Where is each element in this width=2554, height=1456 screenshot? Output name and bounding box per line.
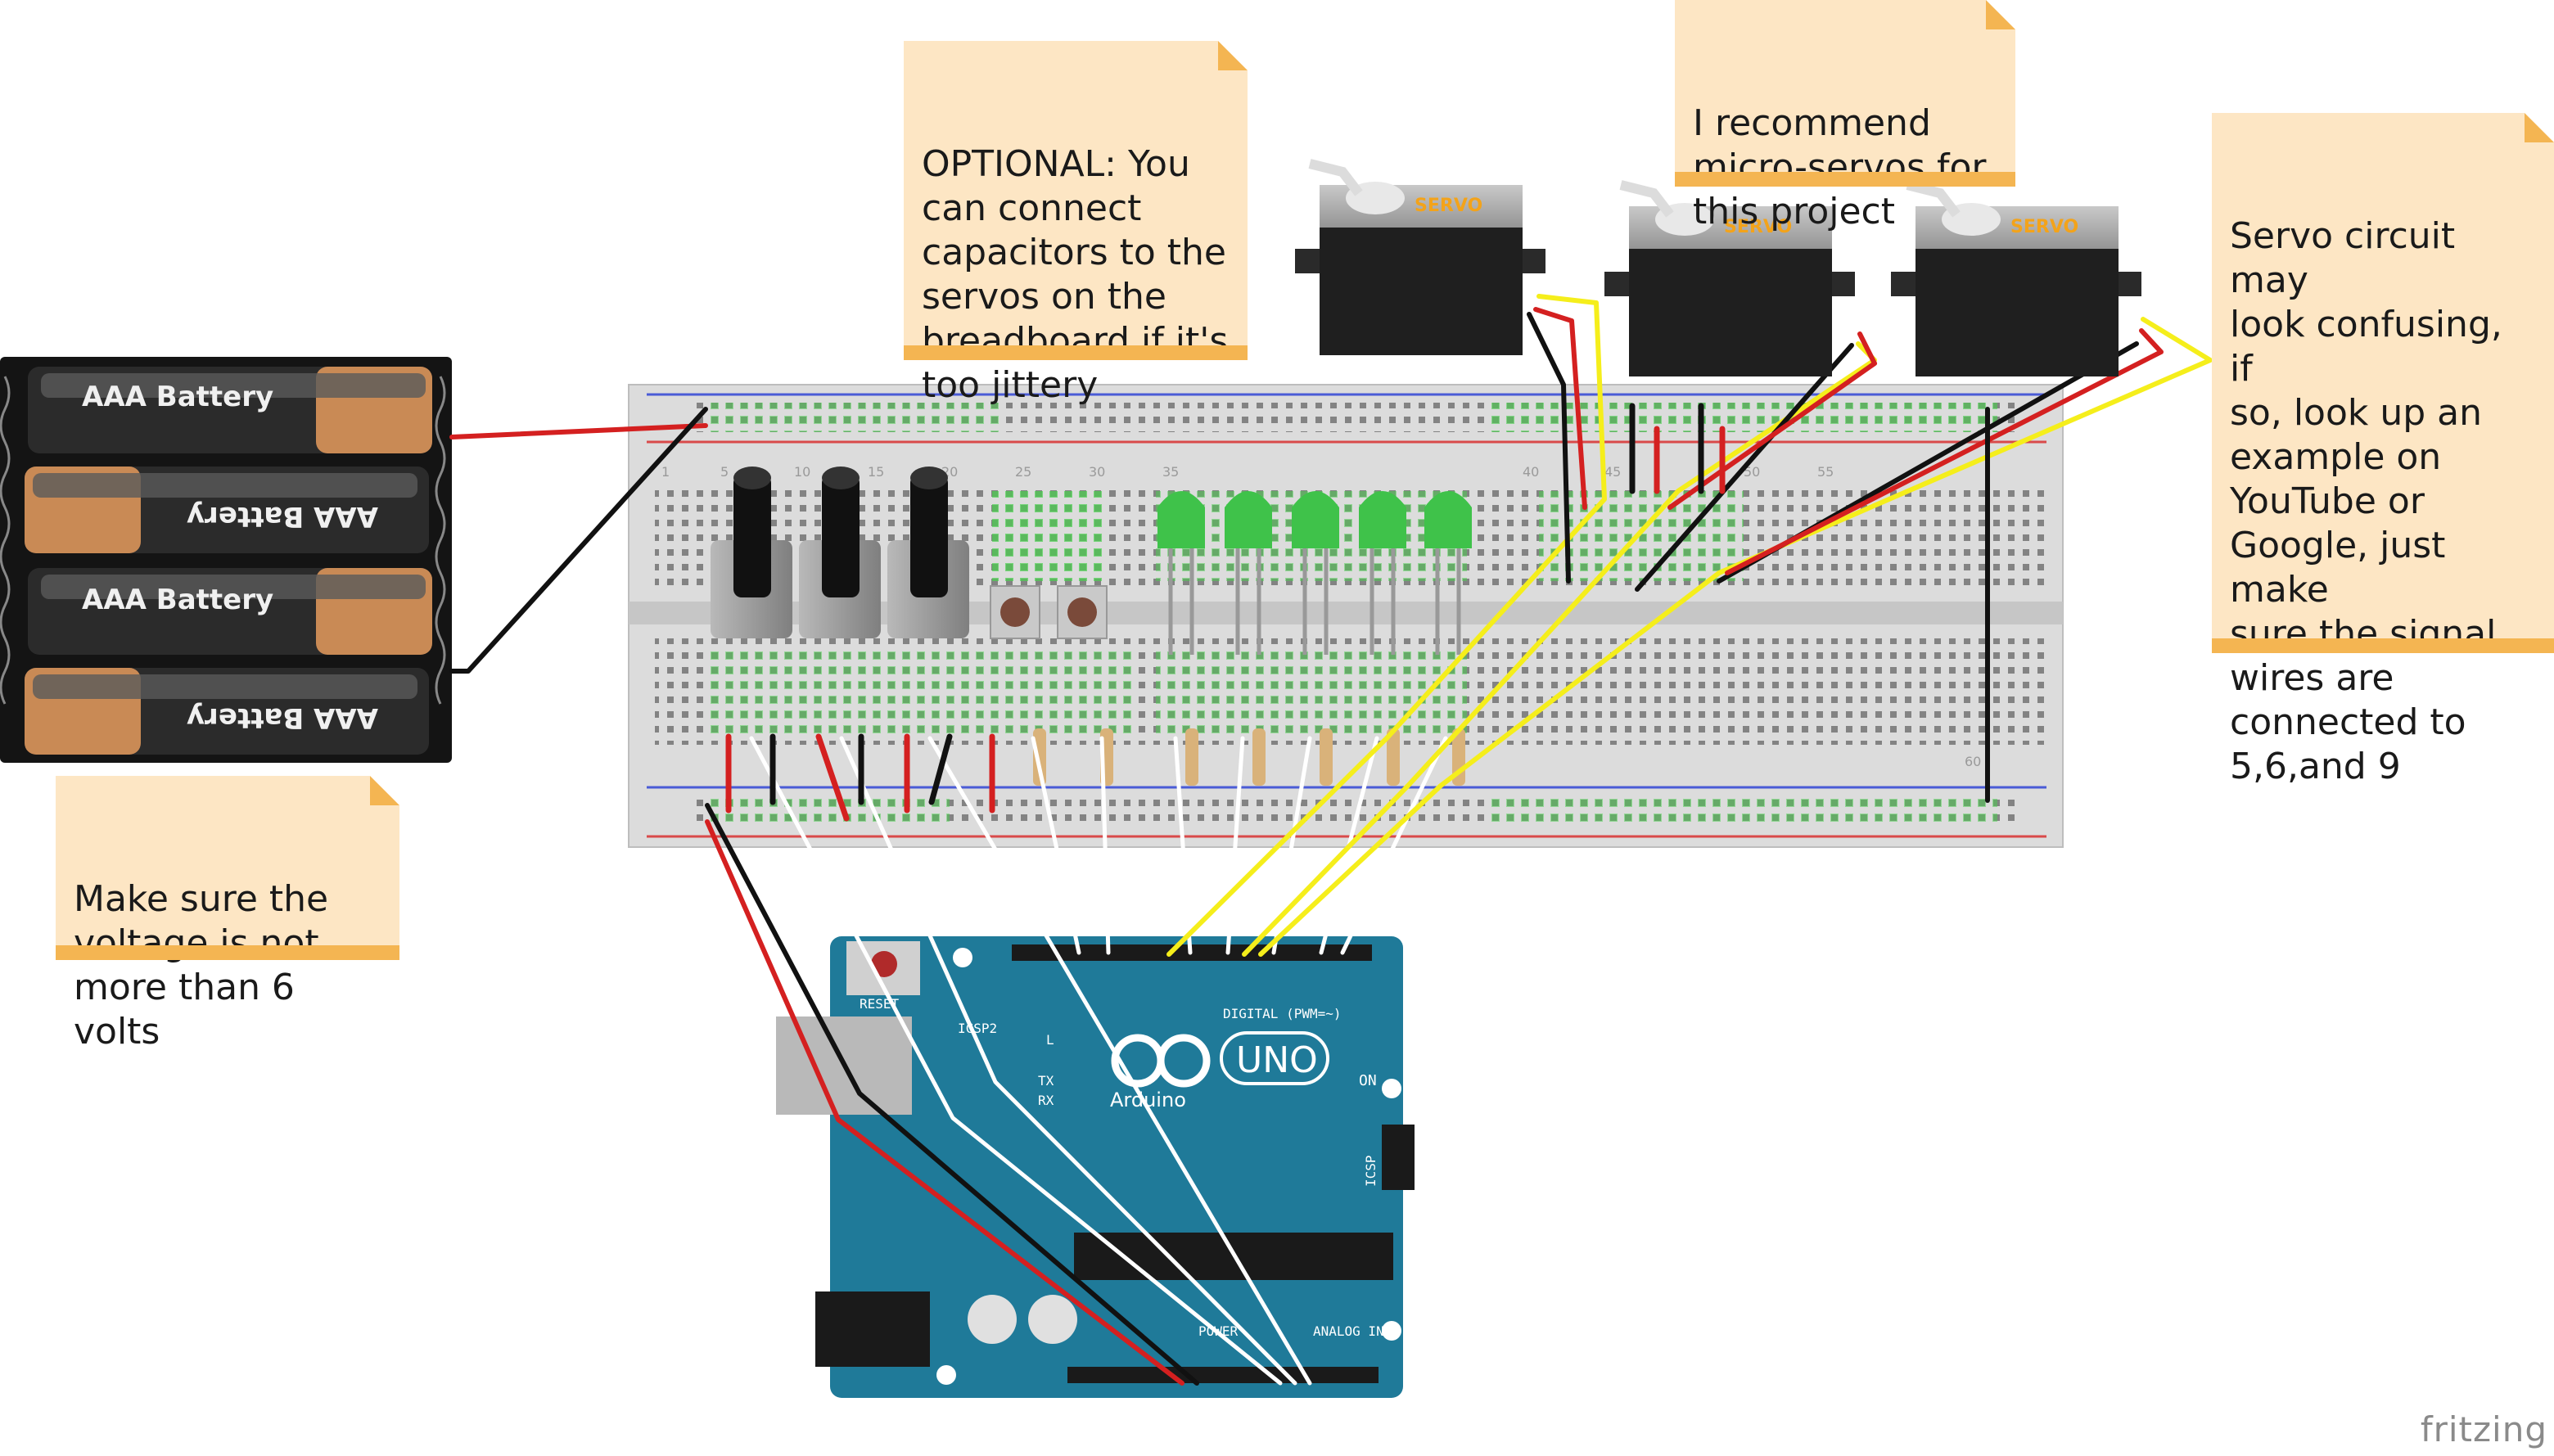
icsp2-label: ICSP2 <box>958 1021 997 1036</box>
bb-col-50: 50 <box>1744 464 1760 480</box>
battery-pack: AAA Battery AAA Battery AAA Battery AAA … <box>0 357 452 763</box>
wire-yellow-3 <box>1258 317 2213 957</box>
wire-battery-red <box>449 423 708 440</box>
note-optional-text: OPTIONAL: You can connect capacitors to … <box>922 143 1229 406</box>
bb-col-55: 55 <box>1817 464 1834 480</box>
bb-col-10: 10 <box>794 464 810 480</box>
bb-col-35: 35 <box>1162 464 1179 480</box>
bb-col-15: 15 <box>868 464 884 480</box>
bb-col-60: 60 <box>1965 754 1981 769</box>
wire-white-1 <box>749 736 1283 1386</box>
note-optional-capacitors: OPTIONAL: You can connect capacitors to … <box>904 41 1248 406</box>
breadboard-column-numbers: 1 5 10 15 20 25 30 35 40 45 50 55 60 <box>661 464 1981 769</box>
bb-col-1: 1 <box>661 464 670 480</box>
wire-servo2-red <box>1667 331 1877 510</box>
led-1 <box>1157 491 1205 655</box>
push-button-1 <box>990 585 1040 639</box>
on-label: ON <box>1359 1072 1377 1089</box>
bb-col-30: 30 <box>1089 464 1105 480</box>
bb-col-40: 40 <box>1523 464 1539 480</box>
note-fold <box>2525 113 2554 142</box>
wire-arduino-red <box>705 819 1184 1386</box>
servo-2-label: SERVO <box>1724 217 1792 237</box>
wire-white-2 <box>839 736 1297 1386</box>
push-buttons <box>990 585 1108 639</box>
note-micro-servos-text: I recommend micro-servos for this projec… <box>1693 102 1987 232</box>
icsp-label: ICSP <box>1363 1155 1379 1187</box>
resistors <box>1033 728 1465 786</box>
tx-led-label: TX <box>1038 1073 1054 1089</box>
wire-white-5 <box>1099 736 1111 955</box>
servo-2: SERVO <box>1604 180 1855 376</box>
wire-servo1-black <box>1527 312 1571 584</box>
bb-col-45: 45 <box>1604 464 1621 480</box>
resistor-6 <box>1387 728 1400 786</box>
servo-1-label: SERVO <box>1415 196 1482 216</box>
note-fold <box>1986 0 2015 29</box>
potentiometers <box>711 467 969 638</box>
fritzing-watermark: fritzing <box>2420 1409 2547 1449</box>
battery-label-4: AAA Battery <box>187 701 378 734</box>
arduino-board: UNO Arduino RESET ICSP2 ON DIGITAL (PWM=… <box>776 936 1415 1398</box>
wire-servo1-red <box>1533 307 1587 510</box>
led-2 <box>1225 491 1272 655</box>
battery-label-2: AAA Battery <box>187 500 378 533</box>
battery-label-1: AAA Battery <box>82 381 273 413</box>
wire-white-10 <box>1340 736 1448 955</box>
wire-arduino-black <box>705 803 1199 1386</box>
digital-label: DIGITAL (PWM=~) <box>1223 1006 1342 1021</box>
wire-battery-black <box>449 407 708 674</box>
servo-3: SERVO <box>1891 180 2141 376</box>
jumper-black-3 <box>928 733 953 805</box>
leds <box>1157 491 1472 655</box>
wire-servo3-red <box>1725 328 2164 575</box>
potentiometer-2 <box>799 467 881 638</box>
note-micro-servos: I recommend micro-servos for this projec… <box>1675 0 2015 232</box>
resistor-3 <box>1185 728 1198 786</box>
resistor-1 <box>1033 728 1046 786</box>
potentiometer-1 <box>711 467 792 638</box>
arduino-uno-label: UNO <box>1236 1039 1318 1081</box>
potentiometer-3 <box>887 467 969 638</box>
note-voltage-warning: Make sure the voltage is not more than 6… <box>56 776 399 1053</box>
bb-col-5: 5 <box>720 464 729 480</box>
led-3 <box>1292 491 1339 655</box>
note-servo-help-text: Servo circuit may look confusing, if so,… <box>2230 215 2502 787</box>
wire-white-3 <box>927 736 1312 1386</box>
note-fold <box>1218 41 1248 70</box>
l-led-label: L <box>1046 1032 1054 1048</box>
servo-3-label: SERVO <box>2010 217 2078 237</box>
wire-white-6 <box>1173 736 1193 955</box>
wire-yellow-1 <box>1166 294 1607 957</box>
wire-servo2-black <box>1635 343 1854 592</box>
push-button-2 <box>1057 585 1108 639</box>
note-servo-circuit-help: Servo circuit may look confusing, if so,… <box>2212 113 2554 787</box>
note-voltage-text: Make sure the voltage is not more than 6… <box>74 878 329 1053</box>
wire-white-4 <box>1031 736 1081 955</box>
rx-led-label: RX <box>1038 1093 1054 1108</box>
resistor-4 <box>1252 728 1266 786</box>
led-4 <box>1359 491 1406 655</box>
bb-col-25: 25 <box>1015 464 1031 480</box>
wire-white-7 <box>1225 736 1245 955</box>
jumper-red-2 <box>815 733 850 822</box>
analog-in-label: ANALOG IN <box>1313 1323 1384 1339</box>
resistor-5 <box>1320 728 1333 786</box>
wires <box>449 294 2213 1386</box>
servo-1: SERVO <box>1295 159 1545 355</box>
note-fold <box>370 776 399 805</box>
led-5 <box>1424 491 1472 655</box>
battery-label-3: AAA Battery <box>82 584 273 616</box>
